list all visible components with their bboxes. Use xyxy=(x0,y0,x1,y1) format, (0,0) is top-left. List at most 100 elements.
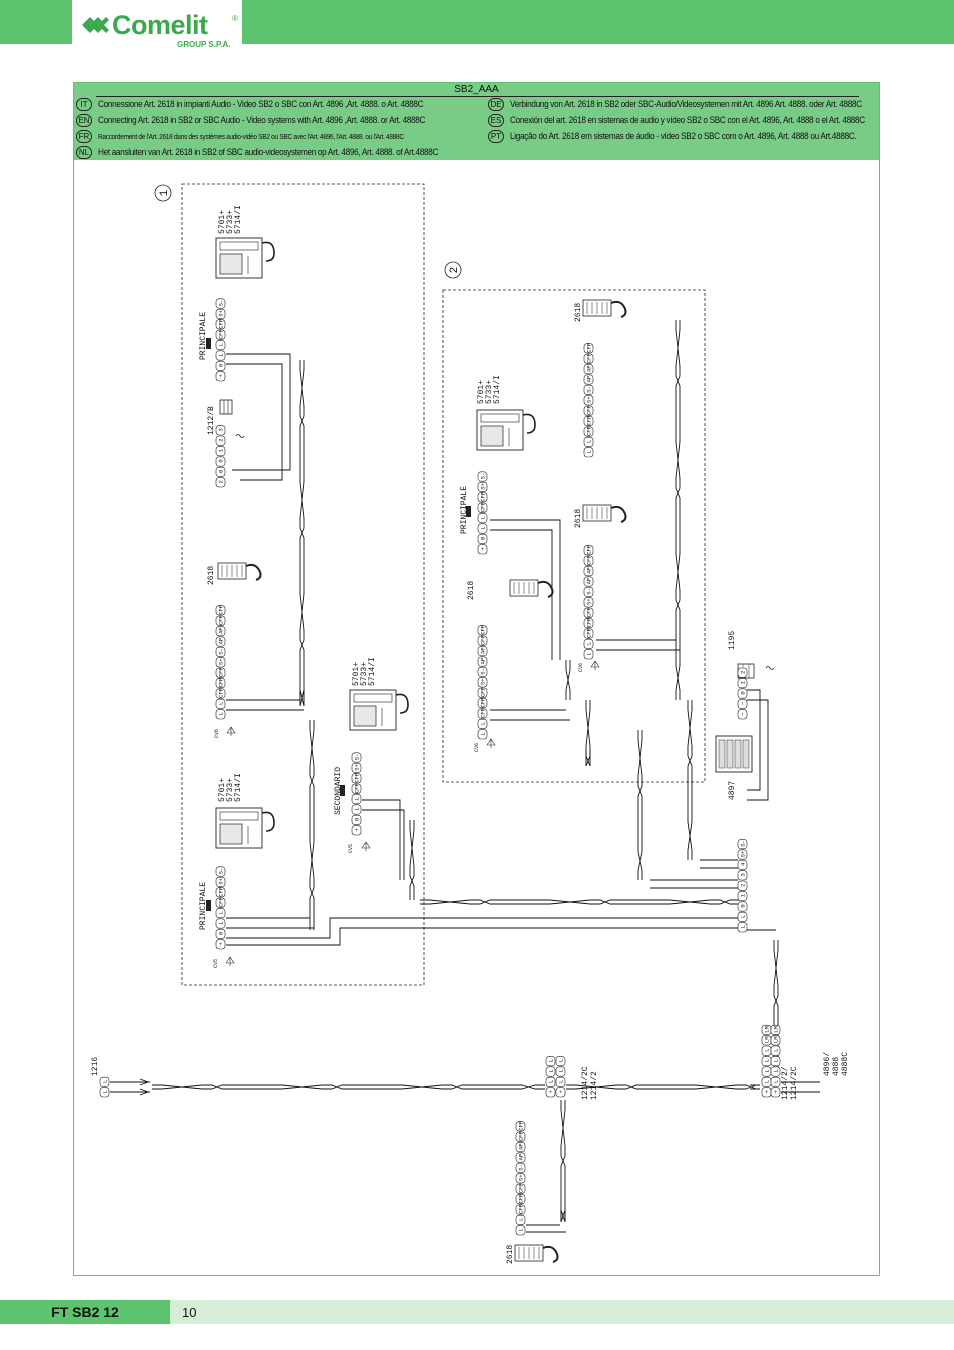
terminal-label: CFP xyxy=(518,1121,525,1131)
terminal-label: 1 xyxy=(740,680,747,684)
terminal xyxy=(215,636,226,647)
logo-name: Comelit xyxy=(112,10,208,40)
terminal xyxy=(515,1142,526,1153)
terminal xyxy=(737,901,748,912)
lang-row-de: DE Verbindung von Art. 2618 in SB2 oder … xyxy=(488,97,919,111)
terminal-label: L xyxy=(773,1059,780,1062)
wire xyxy=(409,820,415,900)
wire xyxy=(226,927,740,946)
terminal-label: 2 xyxy=(218,480,225,483)
arrow-icon xyxy=(139,1088,150,1096)
terminal xyxy=(583,353,594,364)
cv-label: CV5 xyxy=(348,844,354,853)
wire xyxy=(560,1100,566,1223)
terminal xyxy=(215,446,226,457)
terminal-label: AP xyxy=(586,578,593,585)
terminal xyxy=(545,1056,556,1067)
terminal xyxy=(215,678,226,689)
lang-text-en: Connecting Art. 2618 in SB2 or SBC Audio… xyxy=(98,114,426,126)
terminal xyxy=(737,688,748,699)
terminal xyxy=(99,1076,110,1087)
terminal xyxy=(215,709,226,720)
terminal-label: CFP xyxy=(518,1131,525,1141)
terminal-label: L xyxy=(218,702,225,705)
terminal-label: L xyxy=(740,925,747,928)
cv-label: CV6 xyxy=(578,663,584,672)
terminal xyxy=(583,374,594,385)
terminal-label: AP xyxy=(586,376,593,383)
monitor-model-label: 5733+ xyxy=(226,778,235,802)
terminal-label: L xyxy=(773,1080,780,1083)
terminal-label: S+ xyxy=(586,598,593,605)
terminal xyxy=(215,456,226,467)
distributor-mid-model-label: 1214/2 xyxy=(590,1071,599,1100)
footer-page-number: 10 xyxy=(182,1304,197,1320)
monitor-model-label: 5714/I xyxy=(368,657,377,686)
terminal xyxy=(99,1087,110,1098)
principale-label: PRINCIPALE xyxy=(199,312,208,360)
terminal xyxy=(215,939,226,950)
monitor-model-label: 5701+ xyxy=(477,380,486,404)
monitor-model-label: 5714/I xyxy=(493,375,502,404)
wire xyxy=(420,899,740,905)
monitor-model-label: 5733+ xyxy=(360,662,369,686)
lang-text-nl: Het aansluiten van Art. 2618 in SB2 of S… xyxy=(98,146,439,158)
terminal xyxy=(215,646,226,657)
terminal xyxy=(215,698,226,709)
terminal-label: L xyxy=(518,1228,525,1231)
terminal-label: CFP xyxy=(518,1204,525,1214)
terminal xyxy=(583,555,594,566)
handset-2618-icon xyxy=(514,1244,559,1263)
terminal xyxy=(583,545,594,556)
terminal-label: CFP xyxy=(354,773,361,783)
monitor-model-label: 5714/I xyxy=(234,773,243,802)
monitor-model-label: 5701+ xyxy=(218,210,227,234)
terminal-label: CFP xyxy=(480,687,487,697)
terminal-label: CFP xyxy=(218,329,225,339)
wire xyxy=(409,820,415,900)
terminal-label: CFP xyxy=(518,1183,525,1193)
distributor-mid-model-label: 1214/2C xyxy=(581,1066,590,1100)
ac-symbol-icon xyxy=(235,434,245,438)
terminal xyxy=(737,859,748,870)
wire xyxy=(299,360,305,707)
wire xyxy=(637,730,643,880)
terminal xyxy=(737,678,748,689)
terminal-label: ~ xyxy=(740,711,747,715)
terminal xyxy=(737,849,748,860)
terminal xyxy=(215,350,226,361)
terminal xyxy=(515,1152,526,1163)
terminal xyxy=(215,466,226,477)
lang-tag-fr: FR xyxy=(76,129,92,143)
terminal xyxy=(477,502,488,513)
handset-2618-icon xyxy=(509,579,554,598)
terminal xyxy=(477,729,488,740)
description-band: SB2_AAA IT Connessione Art. 2618 in impi… xyxy=(74,83,879,160)
terminal-label: 2 xyxy=(218,439,225,442)
terminal-label: L xyxy=(354,807,361,810)
terminal xyxy=(351,794,362,805)
terminal-label: CFP xyxy=(480,708,487,718)
terminal-label: AP xyxy=(586,365,593,372)
lang-text-fr: Raccordement de l'Art. 2618 dans des sys… xyxy=(98,131,404,141)
terminal-label: CFP xyxy=(218,319,225,329)
terminal-label: L xyxy=(558,1080,565,1083)
terminal xyxy=(215,298,226,309)
terminal-label: ~ xyxy=(740,701,747,705)
terminal xyxy=(737,880,748,891)
terminal-label: + xyxy=(548,1090,555,1093)
terminal-label: 2 xyxy=(740,671,747,674)
lang-row-it: IT Connessione Art. 2618 in impianti Aud… xyxy=(76,97,476,111)
terminal-label: L xyxy=(480,732,487,735)
terminal-label: CFP xyxy=(480,625,487,635)
terminal xyxy=(215,371,226,382)
jumper-icon xyxy=(206,338,211,349)
terminal-label: L xyxy=(218,921,225,924)
terminal xyxy=(477,492,488,503)
terminal-label: L xyxy=(558,1059,565,1062)
